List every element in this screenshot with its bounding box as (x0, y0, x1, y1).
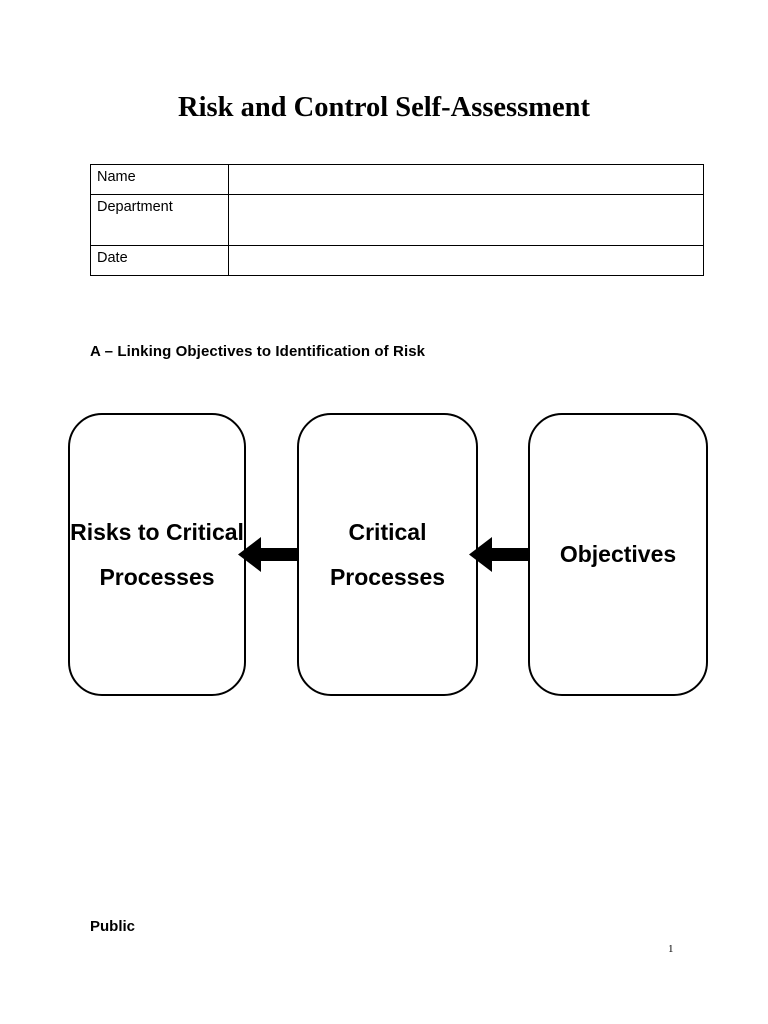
arrow-left-critical-to-risks (238, 537, 297, 572)
info-table: Name Department Date (90, 164, 704, 276)
flow-box-critical-processes[interactable]: Critical Processes (297, 413, 478, 696)
arrow-left-objectives-to-critical (469, 537, 528, 572)
flow-box-objectives[interactable]: Objectives (528, 413, 708, 696)
table-row: Date (90, 245, 704, 276)
info-value-date[interactable] (228, 245, 704, 276)
info-value-name[interactable] (228, 164, 704, 195)
page-number: 1 (668, 943, 674, 955)
page-title: Risk and Control Self-Assessment (178, 92, 590, 123)
table-row: Name (90, 164, 704, 195)
info-label-date: Date (90, 245, 229, 276)
table-row: Department (90, 194, 704, 246)
info-value-department[interactable] (228, 194, 704, 246)
flow-box-risks-to-critical-processes[interactable]: Risks to Critical Processes (68, 413, 246, 696)
section-heading: A – Linking Objectives to Identification… (90, 343, 426, 360)
info-label-department: Department (90, 194, 229, 246)
footer-classification-label: Public (90, 918, 136, 935)
info-label-name: Name (90, 164, 229, 195)
